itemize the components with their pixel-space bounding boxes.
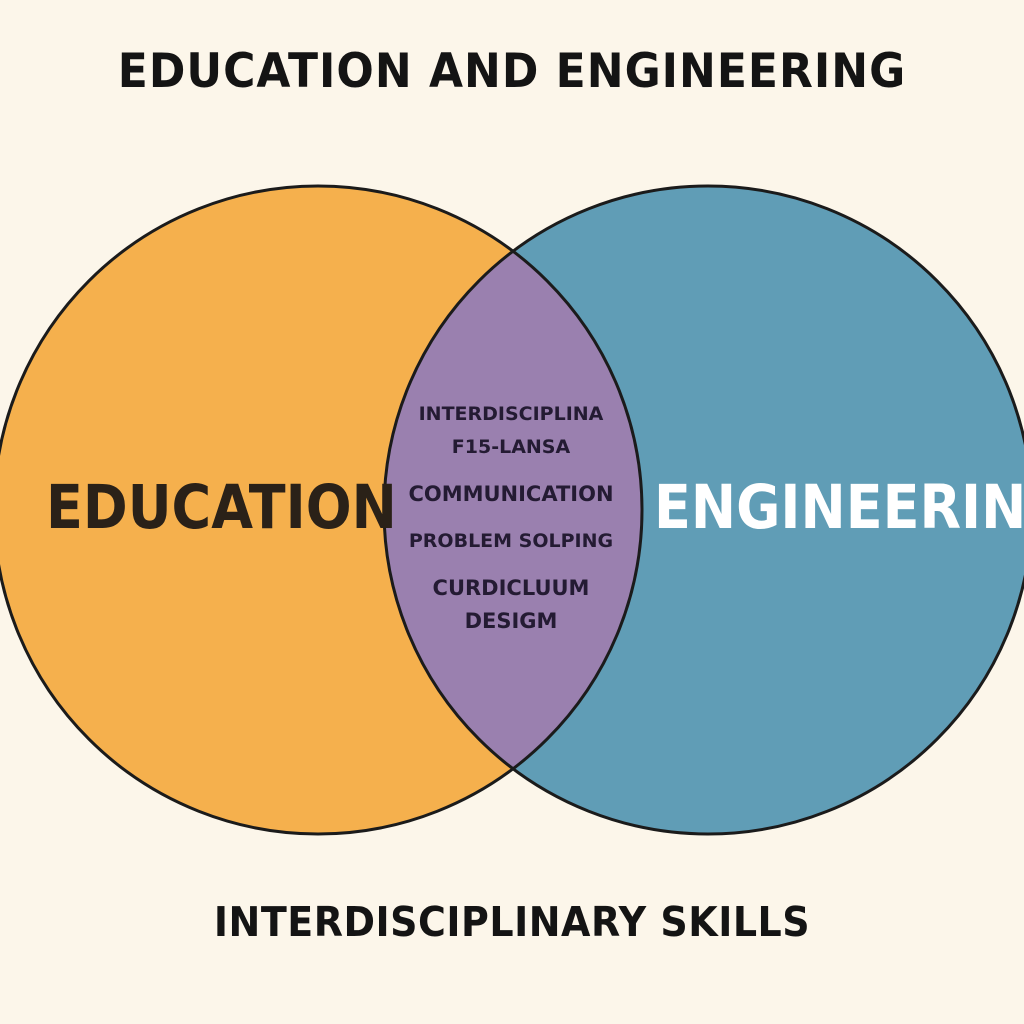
overlap-item-curriculum-design: CURDICLUUM DESIGM — [432, 576, 590, 633]
footer-caption: INTERDISCIPLINARY SKILLS — [213, 898, 811, 946]
page-title: EDUCATION AND ENGINEERING — [117, 43, 907, 100]
engineering-label: ENGINEERING — [654, 472, 1024, 543]
overlap-item-communication: COMMUNICATION — [408, 482, 614, 506]
education-circle-outline — [0, 184, 644, 836]
overlap-skills-list: INTERDISCIPLINA F15-LANSA COMMUNICATION … — [396, 398, 626, 652]
overlap-item-interdisciplinary: INTERDISCIPLINA F15-LANSA — [418, 403, 604, 458]
overlap-region — [384, 186, 642, 834]
education-label: EDUCATION — [46, 472, 397, 543]
overlap-item-problem-solving: PROBLEM SOLPING — [408, 530, 614, 552]
engineering-circle-outline — [382, 184, 1024, 836]
